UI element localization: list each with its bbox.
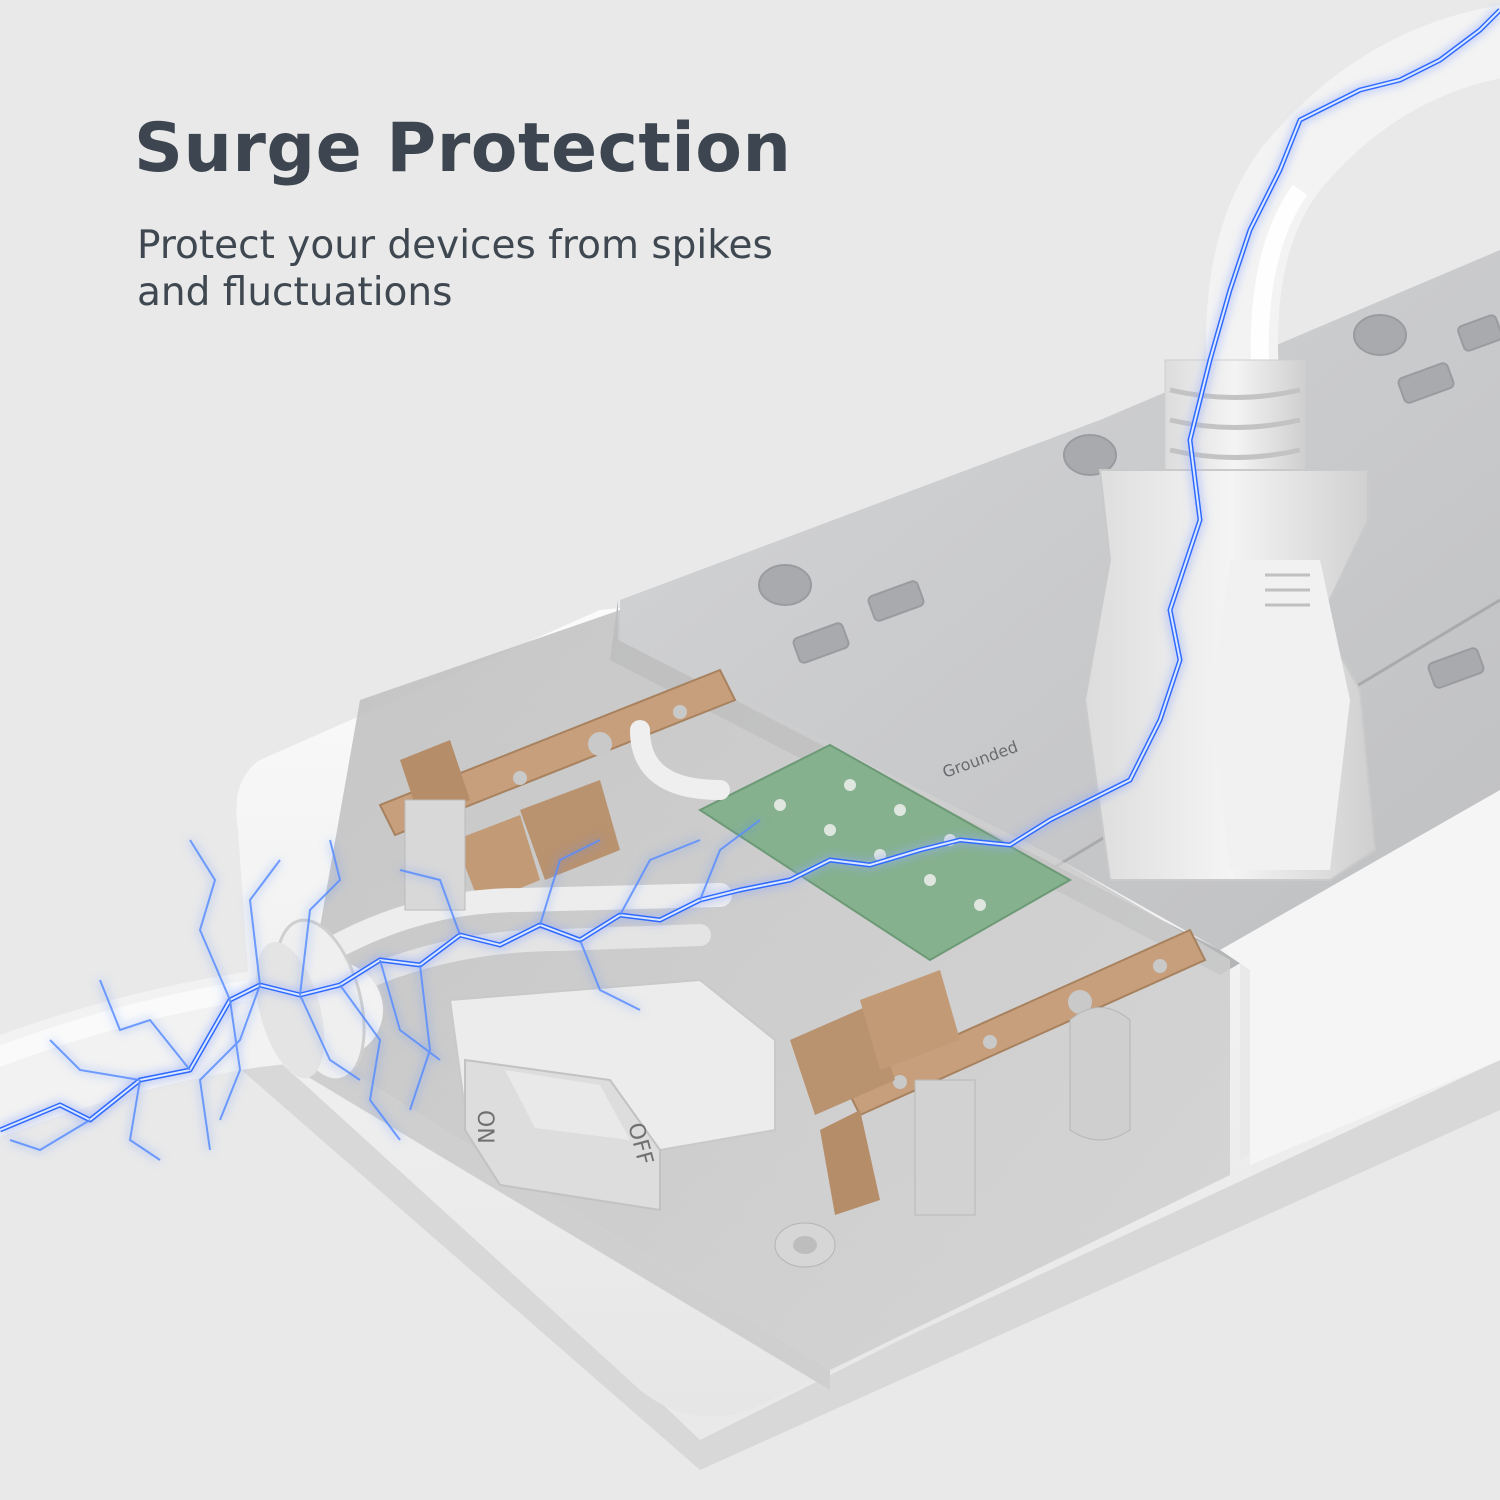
subheadline-line: Protect your devices from spikes — [137, 223, 773, 268]
copper-busbar-upper — [378, 668, 737, 837]
plug-illustration — [1083, 5, 1500, 881]
input-cord — [0, 918, 383, 1137]
copper-busbar-lower — [843, 928, 1207, 1117]
rocker-switch: ON OFF — [448, 978, 776, 1212]
headline: Surge Protection — [134, 109, 792, 188]
lightning-icon — [0, 8, 1500, 1161]
subheadline-line: and fluctuations — [137, 270, 453, 315]
subheadline: Protect your devices from spikes and flu… — [137, 222, 957, 316]
switch-on-label: ON — [472, 1110, 497, 1144]
